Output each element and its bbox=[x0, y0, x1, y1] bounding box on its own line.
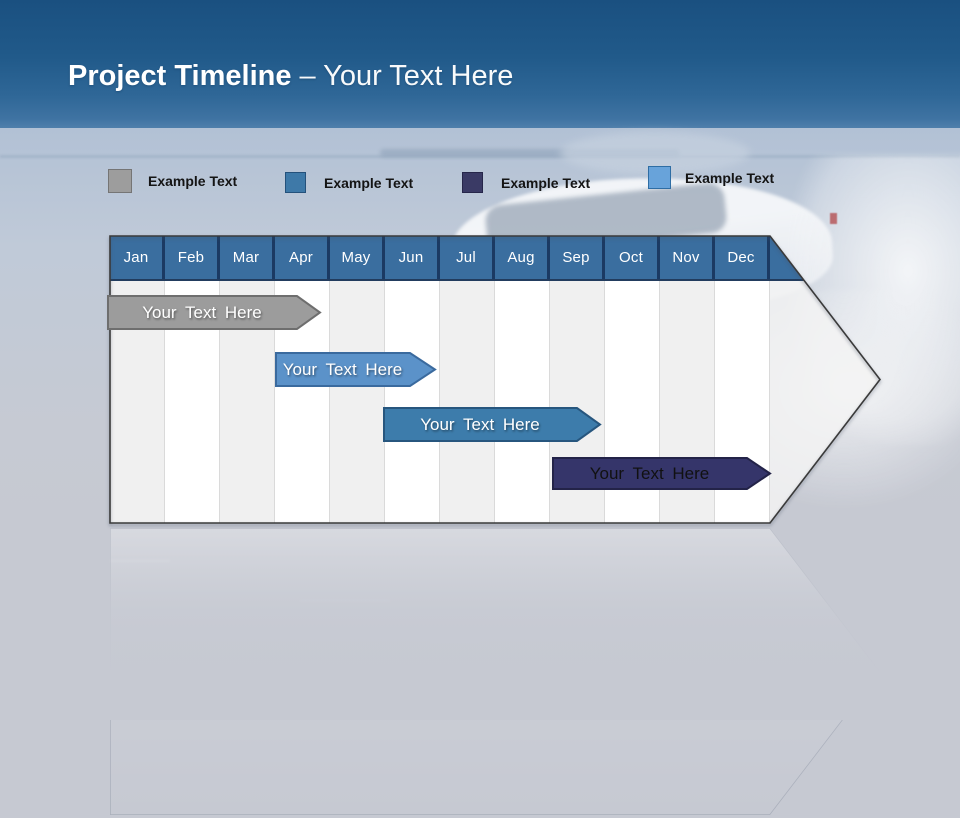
legend-swatch-gray bbox=[108, 169, 132, 193]
title-placeholder-text: – Your Text Here bbox=[299, 60, 514, 92]
gantt-bar-1-label[interactable]: Your Text Here bbox=[142, 303, 262, 322]
legend-item-4[interactable]: Example Text bbox=[648, 166, 774, 189]
legend-label[interactable]: Example Text bbox=[148, 173, 238, 189]
column-jul bbox=[440, 279, 495, 523]
gantt-bar-4-label[interactable]: Your Text Here bbox=[589, 464, 710, 483]
gantt-bar-4[interactable]: Your Text Here bbox=[552, 457, 772, 490]
month-header-nov: Nov bbox=[660, 236, 715, 279]
month-header-oct: Oct bbox=[605, 236, 660, 279]
month-header-sep: Sep bbox=[550, 236, 605, 279]
month-header-aug: Aug bbox=[495, 236, 550, 279]
gantt-bar-1[interactable]: Your Text Here bbox=[107, 295, 322, 330]
column-aug bbox=[495, 279, 550, 523]
boat-flag bbox=[830, 213, 837, 224]
month-header-dec: Dec bbox=[715, 236, 770, 279]
legend-item-1[interactable]: Example Text bbox=[108, 169, 237, 193]
column-jun bbox=[385, 279, 440, 523]
gantt-bar-3[interactable]: Your Text Here bbox=[383, 407, 602, 442]
legend-label[interactable]: Example Text bbox=[324, 174, 414, 191]
month-header-may: May bbox=[330, 236, 385, 279]
gantt-bar-3-label[interactable]: Your Text Here bbox=[420, 415, 540, 434]
page-title[interactable]: Project Timeline– Your Text Here bbox=[68, 60, 513, 93]
title-bold-text: Project Timeline bbox=[68, 60, 292, 92]
legend-swatch-lightblue bbox=[648, 166, 671, 189]
legend-swatch-blue bbox=[285, 172, 306, 193]
legend-item-3[interactable]: Example Text bbox=[462, 172, 590, 193]
reflection-fade bbox=[0, 525, 960, 720]
gantt-bar-2-label[interactable]: Your Text Here bbox=[282, 360, 403, 379]
column-may bbox=[330, 279, 385, 523]
month-header-jul: Jul bbox=[440, 236, 495, 279]
legend-item-2[interactable]: Example Text bbox=[285, 172, 413, 193]
legend-swatch-navy bbox=[462, 172, 483, 193]
legend-label[interactable]: Example Text bbox=[501, 174, 591, 191]
month-header-row: Jan Feb Mar Apr May Jun Jul Aug Sep Oct … bbox=[110, 236, 880, 281]
gantt-bar-2[interactable]: Your Text Here bbox=[275, 352, 437, 387]
land-silhouette bbox=[380, 149, 680, 157]
month-header-feb: Feb bbox=[165, 236, 220, 279]
legend-label[interactable]: Example Text bbox=[685, 169, 775, 186]
horizon-line bbox=[0, 155, 960, 158]
month-header-mar: Mar bbox=[220, 236, 275, 279]
month-header-apr: Apr bbox=[275, 236, 330, 279]
month-header-jan: Jan bbox=[110, 236, 165, 279]
month-header-jun: Jun bbox=[385, 236, 440, 279]
